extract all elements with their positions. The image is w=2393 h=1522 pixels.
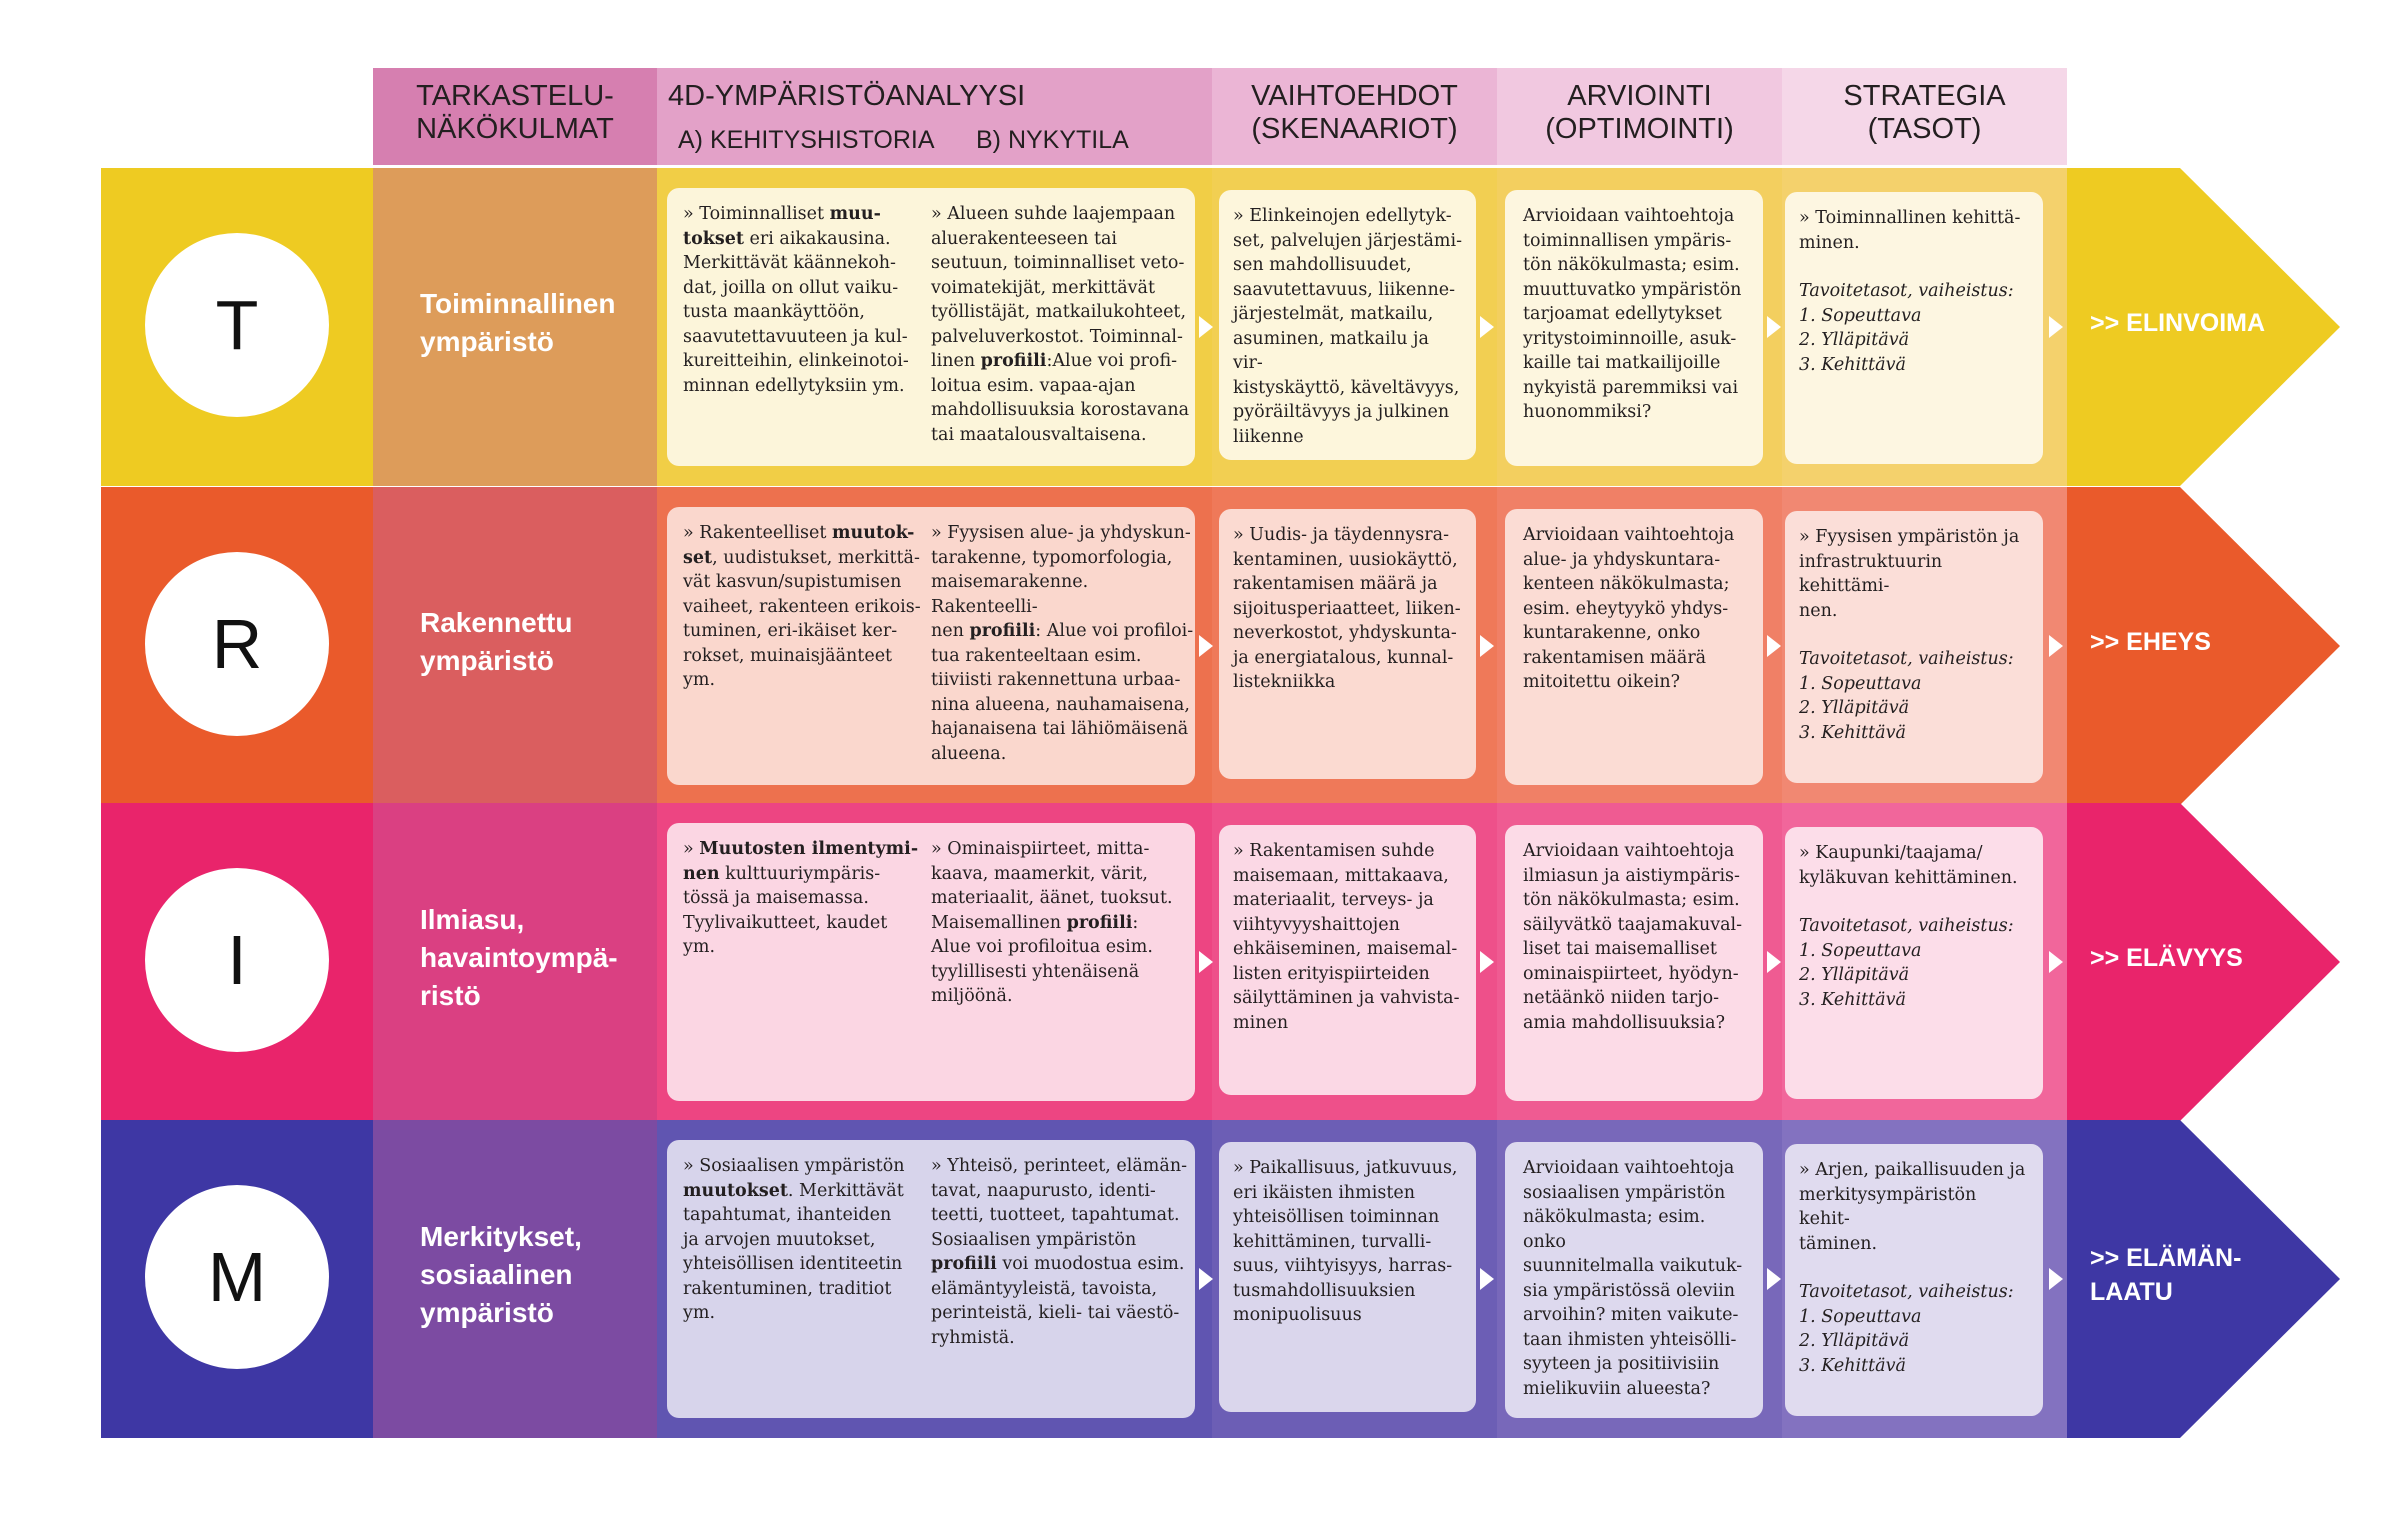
header-bg-col2 <box>657 68 1212 165</box>
letter-circle-m: M <box>145 1185 329 1369</box>
column-overlay <box>373 1120 657 1438</box>
header-bg-col5 <box>1782 68 2067 165</box>
level-item: 2. Ylläpitävä <box>1799 330 1910 350</box>
history-text: » Muutosten ilmentymi-nen kulttuuriympär… <box>683 839 919 957</box>
level-item: 3. Kehittävä <box>1799 1355 1906 1376</box>
column-overlay <box>373 803 657 1121</box>
header-strategia: STRATEGIA (TASOT) <box>1843 80 2006 145</box>
scenario-box: » Uudis- ja täydennysra-kentaminen, uusi… <box>1219 509 1476 779</box>
row-outcome: >> ELÄVYYS <box>2090 944 2243 972</box>
header-nykytila: B) NYKYTILA <box>976 126 1129 154</box>
level-item: 1. Sopeuttava <box>1799 940 1922 961</box>
level-item: 3. Kehittävä <box>1799 722 1906 743</box>
header-vaihtoehdot: VAIHTOEHDOT (SKENAARIOT) <box>1251 80 1458 145</box>
flow-arrow-icon <box>1480 1268 1494 1290</box>
header-kehityshistoria: A) KEHITYSHISTORIA <box>678 126 935 154</box>
current-state-text: » Yhteisö, perinteet, elämän-tavat, naap… <box>931 1156 1188 1348</box>
flow-arrow-icon <box>2049 635 2063 657</box>
level-item: 1. Sopeuttava <box>1799 673 1922 694</box>
current-state-text: » Ominaispiirteet, mitta-kaava, maamerki… <box>931 839 1173 1006</box>
level-item: 3. Kehittävä <box>1799 989 1906 1010</box>
history-text: » Rakenteelliset muutok-set, uudistukset… <box>683 523 921 690</box>
header-bg-col3 <box>1212 68 1497 165</box>
row-arrow-tip <box>2067 1120 2340 1438</box>
levels-title: Tavoitetasot, vaiheistus: <box>1799 281 2014 301</box>
history-text: » Toiminnalliset muu-tokset eri aikakaus… <box>683 204 909 396</box>
flow-arrow-icon <box>1199 1268 1213 1290</box>
level-item: 2. Ylläpitävä <box>1799 965 1910 985</box>
flow-arrow-icon <box>1480 316 1494 338</box>
level-item: 3. Kehittävä <box>1799 354 1906 375</box>
flow-arrow-icon <box>1199 316 1213 338</box>
flow-arrow-icon <box>1199 951 1213 973</box>
analysis-box: » Toiminnalliset muu-tokset eri aikakaus… <box>667 188 1195 466</box>
row-outcome: >> ELINVOIMA <box>2090 309 2266 337</box>
scenario-box: » Elinkeinojen edellytyk-set, palvelujen… <box>1219 190 1476 460</box>
level-item: 2. Ylläpitävä <box>1799 1331 1910 1351</box>
strategy-text: » Kaupunki/taajama/kyläkuvan kehittämine… <box>1799 843 2018 888</box>
row-outcome: >> EHEYS <box>2090 628 2211 656</box>
letter-circle-t: T <box>145 233 329 417</box>
row-outcome: >> ELÄMÄN-LAATU <box>2090 1244 2242 1306</box>
row-label: Ilmiasu,havaintoympä-ristö <box>420 904 618 1011</box>
letter-circle-i: I <box>145 868 329 1052</box>
flow-arrow-icon <box>2049 316 2063 338</box>
letter-circle-r: R <box>145 552 329 736</box>
header-bg-col1 <box>373 68 657 165</box>
header-tarkastelu: TARKASTELU- NÄKÖKULMAT <box>416 80 614 145</box>
level-item: 1. Sopeuttava <box>1799 305 1922 326</box>
strategy-text: » Toiminnallinen kehittä-minen. <box>1799 208 2021 253</box>
flow-arrow-icon <box>1767 951 1781 973</box>
scenario-box: » Paikallisuus, jatkuvuus,eri ikäisten i… <box>1219 1142 1476 1412</box>
column-overlay <box>373 168 657 486</box>
row-arrow-tip <box>2067 168 2340 486</box>
flow-arrow-icon <box>1480 635 1494 657</box>
header-arviointi: ARVIOINTI (OPTIMOINTI) <box>1545 80 1734 145</box>
current-state-text: » Fyysisen alue- ja yhdyskun-tarakenne, … <box>931 523 1194 764</box>
header-4d-title: 4D-YMPÄRISTÖANALYYSI <box>668 80 1026 112</box>
strategy-box: » Toiminnallinen kehittä-minen. Tavoiteta… <box>1785 192 2043 464</box>
flow-arrow-icon <box>1480 951 1494 973</box>
level-item: 1. Sopeuttava <box>1799 1306 1922 1327</box>
row-arrow-tip <box>2067 487 2340 805</box>
header-4d-analysis: 4D-YMPÄRISTÖANALYYSI A) KEHITYSHISTORIA … <box>668 68 1208 165</box>
flow-arrow-icon <box>1767 635 1781 657</box>
flow-arrow-icon <box>1767 316 1781 338</box>
levels-title: Tavoitetasot, vaiheistus: <box>1799 649 2014 669</box>
header-bg-col4 <box>1497 68 1782 165</box>
column-overlay <box>373 487 657 805</box>
analysis-box: » Rakenteelliset muutok-set, uudistukset… <box>667 507 1195 785</box>
flow-arrow-icon <box>1767 1268 1781 1290</box>
flow-arrow-icon <box>2049 951 2063 973</box>
levels-title: Tavoitetasot, vaiheistus: <box>1799 1282 2014 1302</box>
level-item: 2. Ylläpitävä <box>1799 698 1910 718</box>
levels-title: Tavoitetasot, vaiheistus: <box>1799 916 2014 936</box>
row-arrow-tip <box>2067 803 2340 1121</box>
analysis-box: » Muutosten ilmentymi-nen kulttuuriympär… <box>667 823 1195 1101</box>
flow-arrow-icon <box>2049 1268 2063 1290</box>
flow-arrow-icon <box>1199 635 1213 657</box>
strategy-box: » Kaupunki/taajama/kyläkuvan kehittämine… <box>1785 827 2043 1099</box>
